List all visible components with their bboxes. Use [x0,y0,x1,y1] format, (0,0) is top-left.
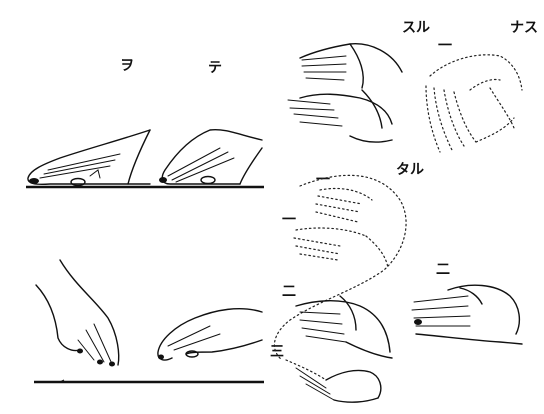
mark-two-taru: 二 [282,284,296,300]
hands-suru [288,44,402,142]
hand-ni [412,285,522,344]
mark-one-nasu: 一 [438,38,452,54]
label-wo: ヲ [120,58,134,74]
mark-one-taru-b: 一 [282,212,296,228]
label-suru: スル [402,20,430,36]
hand-bottom-left [36,260,119,367]
hand-bottom-right [158,309,262,360]
motion-arc-dotted [274,175,406,360]
hand-taru-bottom [286,360,381,402]
label-nasu: ナス [510,20,538,36]
label-taru: タル [396,162,424,178]
hand-taru-open [296,296,392,358]
hand-te [159,130,262,184]
mark-three-taru: 三 [270,344,284,360]
hand-wo [28,130,150,186]
label-te: テ [208,60,222,76]
mark-two-right: 二 [436,262,450,278]
hand-nasu-dotted [426,55,522,152]
